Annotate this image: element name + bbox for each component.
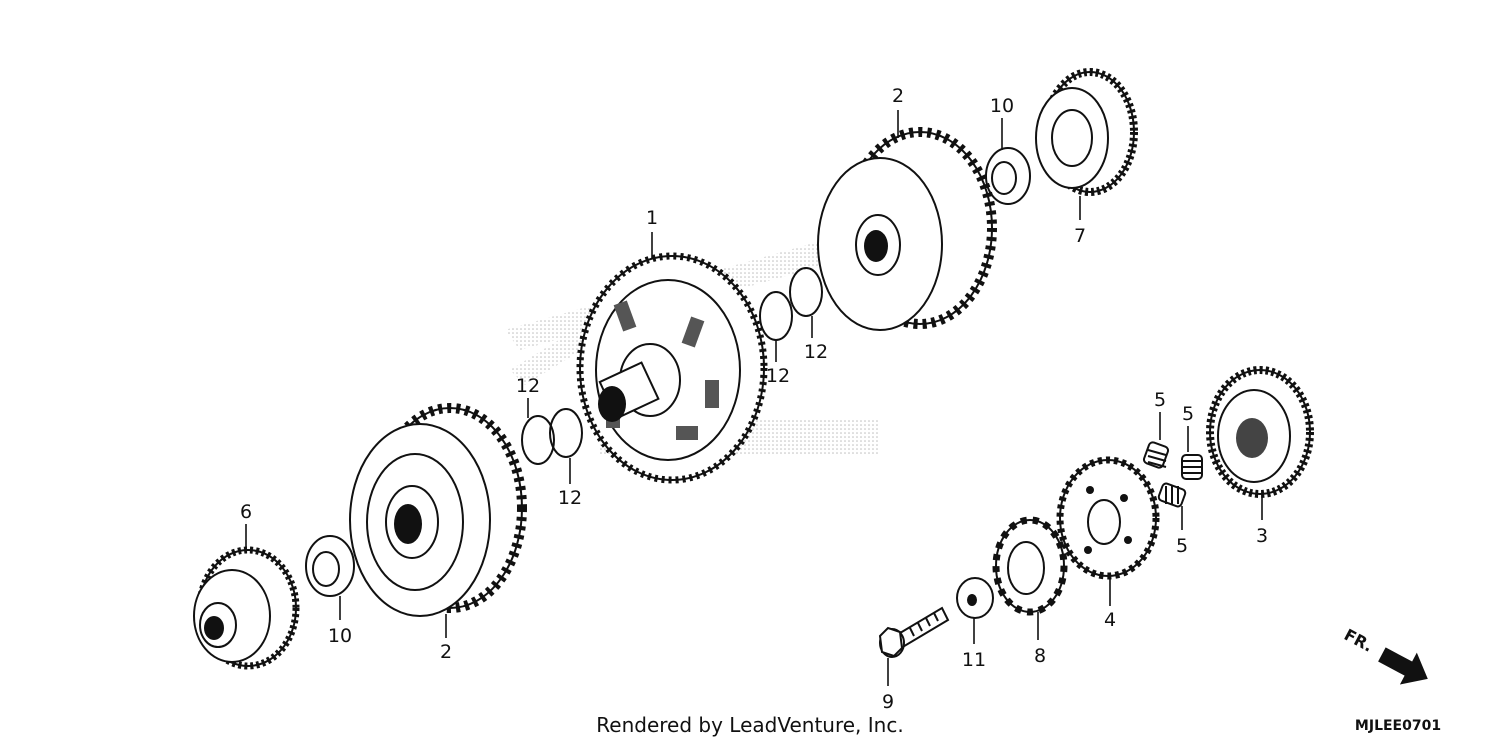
leader-lines: [245, 110, 1263, 686]
callout-5-a: 5: [1154, 389, 1166, 411]
part-9-bolt: [878, 606, 950, 658]
part-12-ring-1: [521, 415, 555, 465]
front-direction-indicator: FR.: [1341, 625, 1428, 685]
callout-2-lower: 2: [440, 641, 452, 663]
part-8-lock-plate: [992, 516, 1068, 616]
part-3-gear: [1206, 366, 1314, 498]
diagram-code: MJLEE0701: [1355, 718, 1441, 734]
callout-10-upper: 10: [990, 95, 1014, 117]
callout-6: 6: [240, 501, 252, 523]
callout-12-d: 12: [804, 341, 828, 363]
callout-10-lower: 10: [328, 625, 352, 647]
callout-2-upper: 2: [892, 85, 904, 107]
arrow-icon: [1378, 647, 1428, 685]
callout-5-b: 5: [1182, 403, 1194, 425]
part-1-primary-gear: [576, 252, 768, 484]
callout-11: 11: [962, 649, 986, 671]
callout-8: 8: [1034, 645, 1046, 667]
part-7-gear: [1035, 68, 1138, 196]
part-10-washer-right: [985, 147, 1031, 205]
front-label: FR.: [1341, 625, 1376, 656]
part-4-sprocket: [1056, 456, 1160, 580]
part-2-clutch-drum-left: [349, 403, 527, 617]
callout-12-b: 12: [558, 487, 582, 509]
callout-5-c: 5: [1176, 535, 1188, 557]
part-10-washer-left: [305, 535, 355, 597]
callout-7: 7: [1074, 225, 1086, 247]
part-5-spring-1: [1142, 441, 1170, 469]
part-12-ring-2: [549, 408, 583, 458]
part-2-clutch-outer-right: [817, 127, 997, 331]
callout-12-a: 12: [516, 375, 540, 397]
part-5-spring-3: [1157, 482, 1187, 508]
callout-4: 4: [1104, 609, 1116, 631]
callout-1: 1: [646, 207, 658, 229]
part-12-ring-4: [789, 267, 823, 317]
callout-3: 3: [1256, 525, 1268, 547]
part-6-gear: [193, 546, 300, 670]
part-12-ring-3: [759, 291, 793, 341]
footer-credit: Rendered by LeadVenture, Inc.: [596, 713, 903, 737]
part-11-washer: [956, 577, 994, 619]
callout-9: 9: [882, 691, 894, 713]
part-5-spring-2: [1181, 454, 1203, 480]
callout-12-c: 12: [766, 365, 790, 387]
